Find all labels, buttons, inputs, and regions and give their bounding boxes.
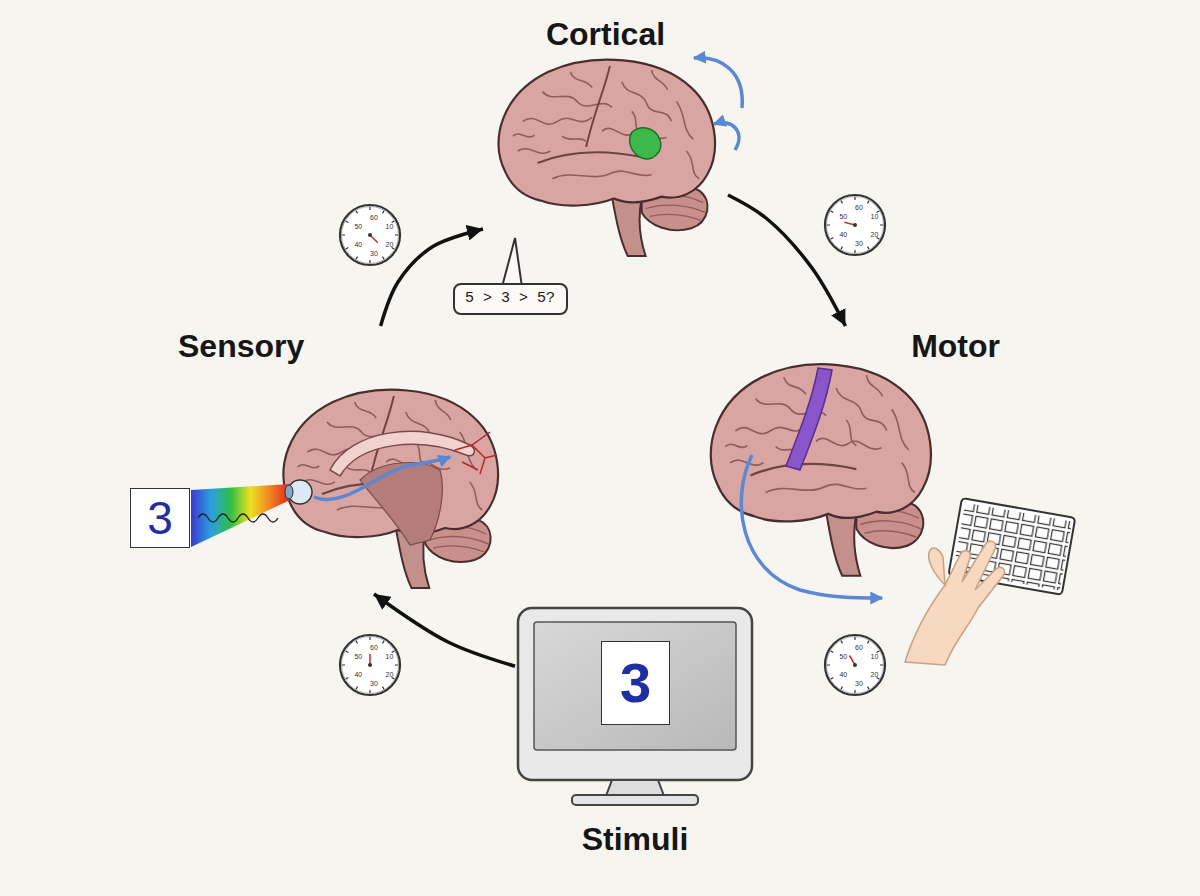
node-text: 3	[147, 495, 173, 541]
timer-clock	[340, 205, 400, 265]
stage-group: Sensory	[176, 326, 506, 594]
stage-group: Motor	[692, 326, 1002, 586]
motor-brain	[711, 364, 931, 598]
flow-arrow	[728, 195, 845, 326]
timer-clock	[825, 635, 885, 695]
stimulus-card: 3	[601, 641, 670, 725]
node-text: Cortical	[546, 16, 665, 53]
node-text: 3	[620, 655, 651, 711]
hand	[905, 541, 1005, 665]
node-text: Motor	[911, 328, 1000, 365]
node-text: Stimuli	[582, 821, 689, 858]
sensory-brain	[191, 390, 498, 588]
speech-bubble: 5 > 3 > 5?	[453, 283, 568, 315]
flow-arrow	[374, 594, 515, 666]
cortical-brain	[499, 58, 743, 256]
stage-group: Stimuli 3	[515, 605, 755, 860]
stage-group: Cortical	[483, 14, 728, 264]
monitor	[518, 608, 752, 805]
stimulus-card: 3	[130, 488, 190, 548]
node-text: 5 > 3 > 5?	[465, 290, 555, 308]
node-text: Sensory	[178, 328, 304, 365]
timer-clock	[825, 195, 885, 255]
bubble-tail	[502, 238, 522, 287]
timer-clock	[340, 635, 400, 695]
